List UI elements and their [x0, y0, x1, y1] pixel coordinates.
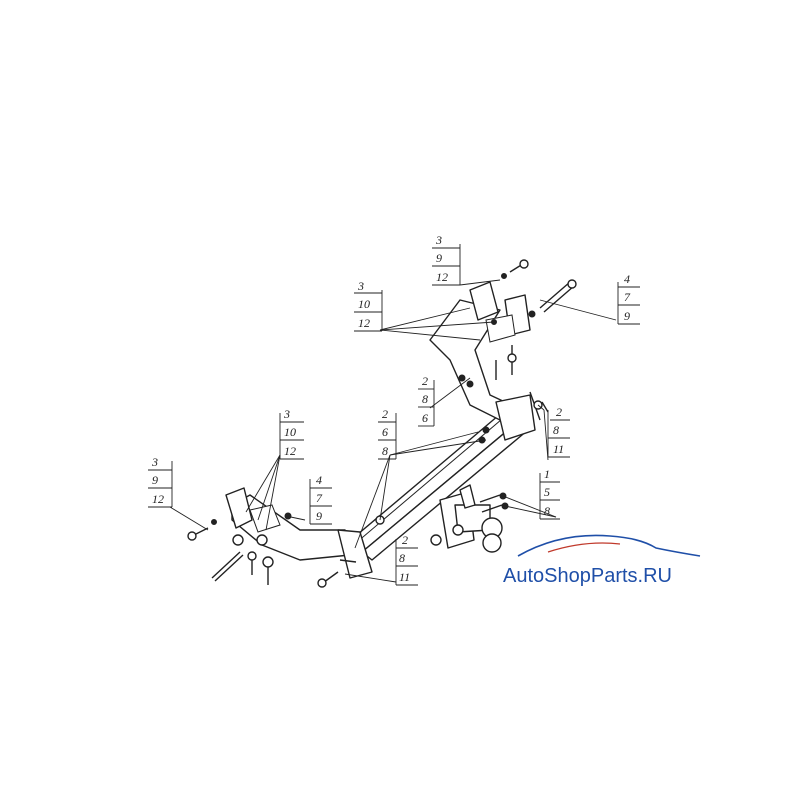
callout-number: 12: [152, 492, 164, 506]
callout-number: 2: [402, 533, 408, 547]
callout-number: 2: [382, 407, 388, 421]
callout-number: 8: [422, 392, 428, 406]
callout-label: 3 10 12: [354, 279, 383, 332]
tow-ball-mount: [439, 484, 503, 553]
callout-number: 7: [624, 290, 631, 304]
callout-label: 1 5 8: [539, 467, 560, 520]
callout-number: 4: [624, 272, 630, 286]
callout-number: 10: [358, 297, 370, 311]
callout-number: 9: [152, 473, 158, 487]
callout-number: 11: [553, 442, 564, 456]
callout-number: 3: [283, 407, 290, 421]
callout-number: 5: [544, 485, 550, 499]
watermark-logo: AutoShopParts.RU: [503, 534, 701, 587]
callout-number: 2: [556, 405, 562, 419]
callout-number: 9: [316, 509, 322, 523]
callout-number: 4: [316, 473, 322, 487]
callout-label: 4 7 9: [309, 473, 332, 525]
callout-number: 8: [399, 551, 405, 565]
callout-number: 9: [436, 251, 442, 265]
callout-number: 10: [284, 425, 296, 439]
right-side-bracket: [429, 281, 536, 441]
callout-label: 3 10 12: [279, 407, 304, 460]
callout-number: 6: [382, 425, 388, 439]
callout-label: 2 6 8: [378, 407, 397, 460]
car-swoosh-icon: [517, 534, 701, 557]
callout-number: 11: [399, 570, 410, 584]
callout-number: 8: [553, 423, 559, 437]
leader-lines: [169, 279, 617, 583]
callout-label: 2 8 11: [395, 533, 418, 586]
left-side-bracket: [225, 487, 373, 579]
callout-number: 9: [624, 309, 630, 323]
watermark-text: AutoShopParts.RU: [503, 565, 672, 587]
callout-number: 12: [284, 444, 296, 458]
callout-number: 8: [544, 504, 550, 518]
callout-label: 3 9 12: [432, 233, 461, 286]
callout-number: 2: [422, 374, 428, 388]
callout-label: 2 8 11: [547, 405, 570, 458]
callout-label: 3 9 12: [148, 455, 173, 508]
callout-number: 8: [382, 444, 388, 458]
callout-number: 3: [151, 455, 158, 469]
callout-number: 7: [316, 491, 323, 505]
callout-number: 3: [357, 279, 364, 293]
callout-number: 1: [544, 467, 550, 481]
callout-number: 6: [422, 411, 428, 425]
callout-number: 3: [435, 233, 442, 247]
callout-number: 12: [358, 316, 370, 330]
callout-label: 2 8 6: [418, 374, 435, 427]
callout-number: 12: [436, 270, 448, 284]
callout-label: 4 7 9: [617, 272, 640, 325]
